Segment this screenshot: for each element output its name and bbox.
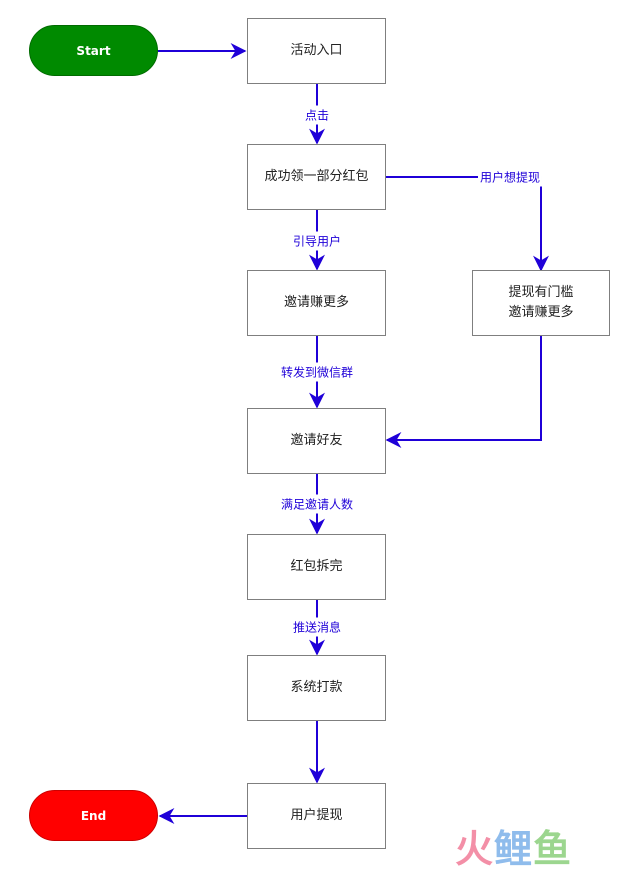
watermark-char-2: 鲤 (494, 827, 534, 871)
node-invite-more: 邀请赚更多 (247, 270, 386, 336)
node-entry: 活动入口 (247, 18, 386, 84)
node-claim-label: 成功领一部分红包 (264, 169, 369, 184)
edge-label-click: 点击 (302, 105, 332, 125)
node-claim: 成功领一部分红包 (247, 144, 386, 210)
node-withdraw: 用户提现 (247, 783, 386, 849)
node-payout: 系统打款 (247, 655, 386, 721)
end-terminal: End (29, 790, 158, 841)
edge-label-reach: 满足邀请人数 (278, 494, 356, 514)
node-threshold-line2: 邀请赚更多 (508, 305, 574, 320)
node-unpacked: 红包拆完 (247, 534, 386, 600)
edge-label-push: 推送消息 (290, 617, 344, 637)
edge-label-forward: 转发到微信群 (278, 362, 356, 382)
node-threshold-line1: 提现有门槛 (508, 285, 574, 300)
watermark-char-3: 鱼 (533, 827, 573, 871)
node-invite-more-label: 邀请赚更多 (283, 295, 349, 310)
node-payout-label: 系统打款 (290, 680, 343, 695)
node-invite-friends: 邀请好友 (247, 408, 386, 474)
node-withdraw-label: 用户提现 (290, 808, 343, 823)
edge-label-user-wants: 用户想提现 (477, 167, 543, 187)
start-terminal: Start (29, 25, 158, 76)
node-threshold: 提现有门槛 邀请赚更多 (472, 270, 610, 336)
watermark-char-1: 火 (455, 827, 495, 871)
edge-label-guide: 引导用户 (290, 231, 344, 251)
watermark-logo: 火鲤鱼 (455, 818, 572, 873)
node-invite-friends-label: 邀请好友 (290, 433, 343, 448)
edge-claim-threshold (385, 176, 549, 272)
edge-threshold-friends (385, 336, 542, 448)
node-entry-label: 活动入口 (290, 43, 343, 58)
node-unpacked-label: 红包拆完 (290, 559, 343, 574)
